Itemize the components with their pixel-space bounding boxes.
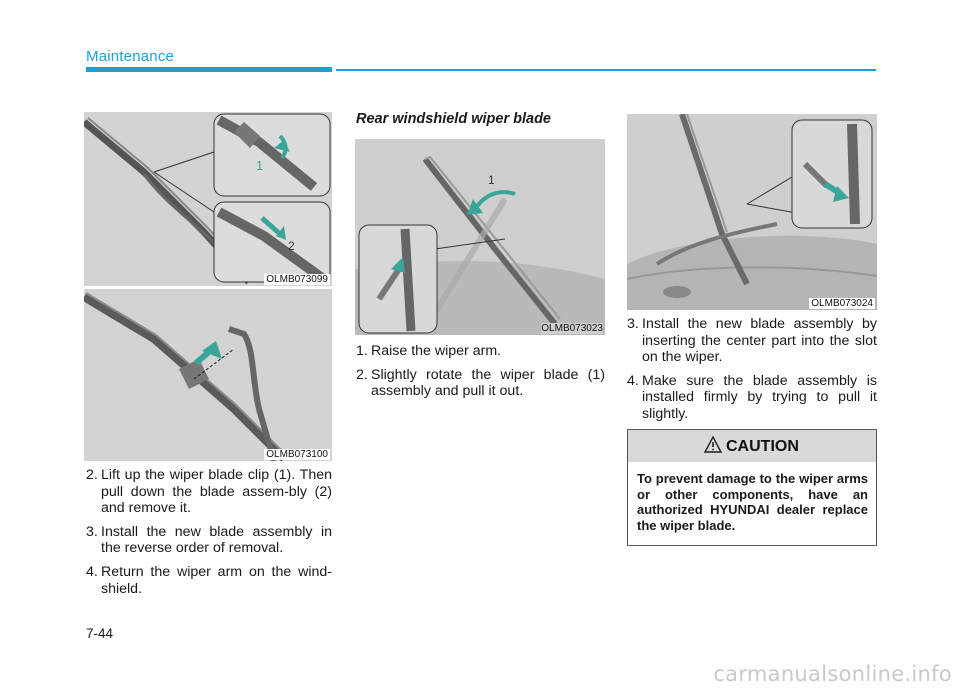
step-text: Slightly rotate the wiper blade (1) asse…	[371, 366, 605, 400]
step-text: Install the new blade assembly in the re…	[101, 523, 332, 557]
list-item: 2.Lift up the wiper blade clip (1). Then…	[86, 467, 332, 517]
caution-title: CAUTION	[726, 438, 799, 455]
section-title: Maintenance	[86, 48, 175, 65]
caution-header: CAUTION	[628, 430, 876, 462]
step-number: 3.	[627, 316, 639, 332]
step-text: Install the new blade assembly by insert…	[642, 316, 877, 366]
watermark-text: carmanualsonline.info	[713, 662, 952, 686]
caution-box: CAUTION To prevent damage to the wiper a…	[627, 429, 877, 546]
list-item: 2.Slightly rotate the wiper blade (1) as…	[356, 367, 605, 400]
warning-triangle-icon	[704, 436, 722, 453]
page-number: 7-44	[86, 626, 114, 641]
step-text: Lift up the wiper blade clip (1). Then p…	[101, 467, 332, 517]
fig1-label-2: 2	[288, 239, 295, 253]
figure-code: OLMB073099	[264, 274, 330, 285]
list-item: 3.Install the new blade assembly by inse…	[627, 316, 877, 366]
list-item: 3.Install the new blade assembly in the …	[86, 524, 332, 557]
step-number: 2.	[356, 366, 368, 383]
figure-code: OLMB073024	[809, 298, 875, 309]
step-number: 3.	[86, 523, 98, 540]
step-number: 1.	[356, 343, 368, 359]
figure-wiper-clip-drawing: 1 2	[84, 112, 332, 286]
fig3-label-1: 1	[488, 173, 495, 187]
header-rule-thin	[336, 69, 876, 71]
step-number: 2.	[86, 467, 98, 483]
step-text: Return the wiper arm on the wind-shield.	[101, 563, 332, 597]
figure-rear-blade-install: OLMB073024	[627, 114, 877, 310]
rear-steps-list: 1.Raise the wiper arm. 2.Slightly rotate…	[356, 343, 605, 407]
header-rule-thick	[86, 67, 332, 72]
figure-code: OLMB073023	[541, 323, 603, 334]
figure-code: OLMB073100	[264, 449, 330, 460]
figure-rear-wiper-raise: 1 OLMB073023	[355, 139, 605, 335]
step-text: Raise the wiper arm.	[371, 343, 502, 359]
right-steps-list: 3.Install the new blade assembly by inse…	[627, 316, 877, 430]
list-item: 4.Make sure the blade assembly is instal…	[627, 373, 877, 423]
figure-wiper-clip: 1 2 OLMB073099	[84, 112, 332, 286]
figure-rear-blade-install-drawing	[627, 114, 877, 310]
rear-wiper-heading: Rear windshield wiper blade	[356, 111, 551, 127]
caution-text: To prevent damage to the wiper arms or o…	[637, 471, 868, 533]
figure-blade-removal: OLMB073100	[84, 289, 332, 461]
left-steps-list: 2.Lift up the wiper blade clip (1). Then…	[86, 467, 332, 604]
step-number: 4.	[627, 372, 639, 389]
step-number: 4.	[86, 563, 98, 580]
figure-rear-wiper-raise-drawing: 1	[355, 139, 605, 335]
list-item: 1.Raise the wiper arm.	[356, 343, 605, 360]
step-text: Make sure the blade assembly is installe…	[642, 372, 877, 422]
fig1-label-1: 1	[256, 158, 263, 173]
list-item: 4.Return the wiper arm on the wind-shiel…	[86, 564, 332, 597]
figure-blade-removal-drawing	[84, 289, 332, 461]
